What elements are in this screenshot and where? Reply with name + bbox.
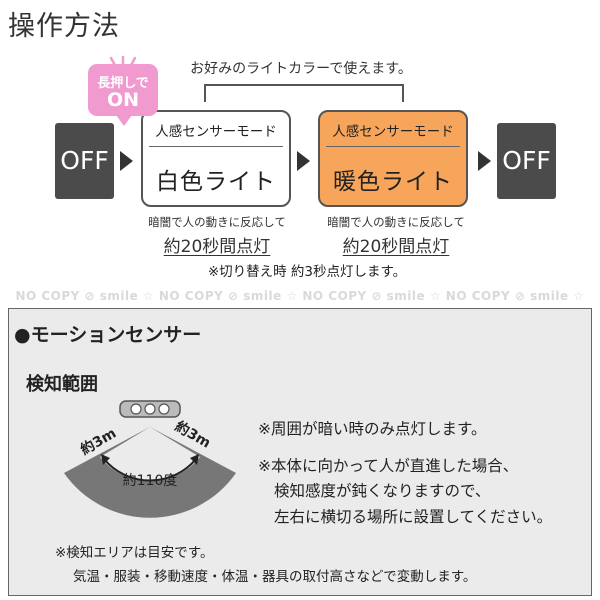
detection-range-heading: 検知範囲 [26,374,98,395]
arrow-right-icon [478,151,491,171]
arc-arrowhead-right [190,454,199,465]
duration-white: 約20秒間点灯 [163,237,271,257]
sensor-note-dark-only: ※周囲が暗い時のみ点灯します。 [258,420,487,438]
mode-light-name: 白色ライト [156,169,276,195]
mode-head: 人感センサーモード [326,120,460,147]
arc-arrowhead-left [101,454,110,465]
duration-warm: 約20秒間点灯 [342,237,450,257]
mode-bracket-line [204,84,404,102]
sensor-note-placement: 左右に横切る場所に設置してください。 [274,508,553,526]
mode-box-warm-light: 人感センサーモード 暖色ライト [318,110,468,207]
detection-range-diagram: 約3m 約3m 約110度 [64,400,236,518]
mode-box-white-light: 人感センサーモード 白色ライト [141,110,291,207]
arrow-right-icon [120,151,133,171]
sensor-note-sensitivity: 検知感度が鈍くなりますので、 [274,482,491,500]
angle-label: 約110度 [123,473,178,489]
watermark: NO COPY ⊘ smile ☆ NO COPY ⊘ smile ☆ NO C… [15,289,585,303]
color-choice-note: お好みのライトカラーで使えます。 [190,61,412,77]
badge-pointer [116,115,132,126]
sensor-note-direct-approach: ※本体に向かって人が直進した場合、 [258,457,519,475]
page-title: 操作方法 [8,11,120,42]
sensor-heading: ●モーションセンサー [14,324,202,346]
sensor-device-icon [119,400,181,418]
angle-arc-icon [103,458,197,482]
badge-line1: 長押しで [97,76,149,91]
arrow-right-icon [297,151,310,171]
off-state-right: OFF [497,123,556,199]
detection-variation-note: 気温・服装・移動速度・体温・器具の取付高さなどで変動します。 [73,569,477,585]
off-state-left: OFF [55,123,114,199]
badge-line2: ON [106,89,140,111]
switch-note: ※切り替え時 約3秒点灯します。 [207,264,407,280]
detection-area-guide-note: ※検知エリアは目安です。 [55,545,214,561]
detection-fan-inner [100,427,200,482]
mode-head: 人感センサーモード [149,120,283,147]
long-press-on-badge: 長押しで ON [88,64,158,116]
mode-caption-warm: 暗闇で人の動きに反応して [327,215,465,229]
mode-light-name: 暖色ライト [333,169,453,195]
mode-caption-white: 暗闇で人の動きに反応して [148,215,286,229]
